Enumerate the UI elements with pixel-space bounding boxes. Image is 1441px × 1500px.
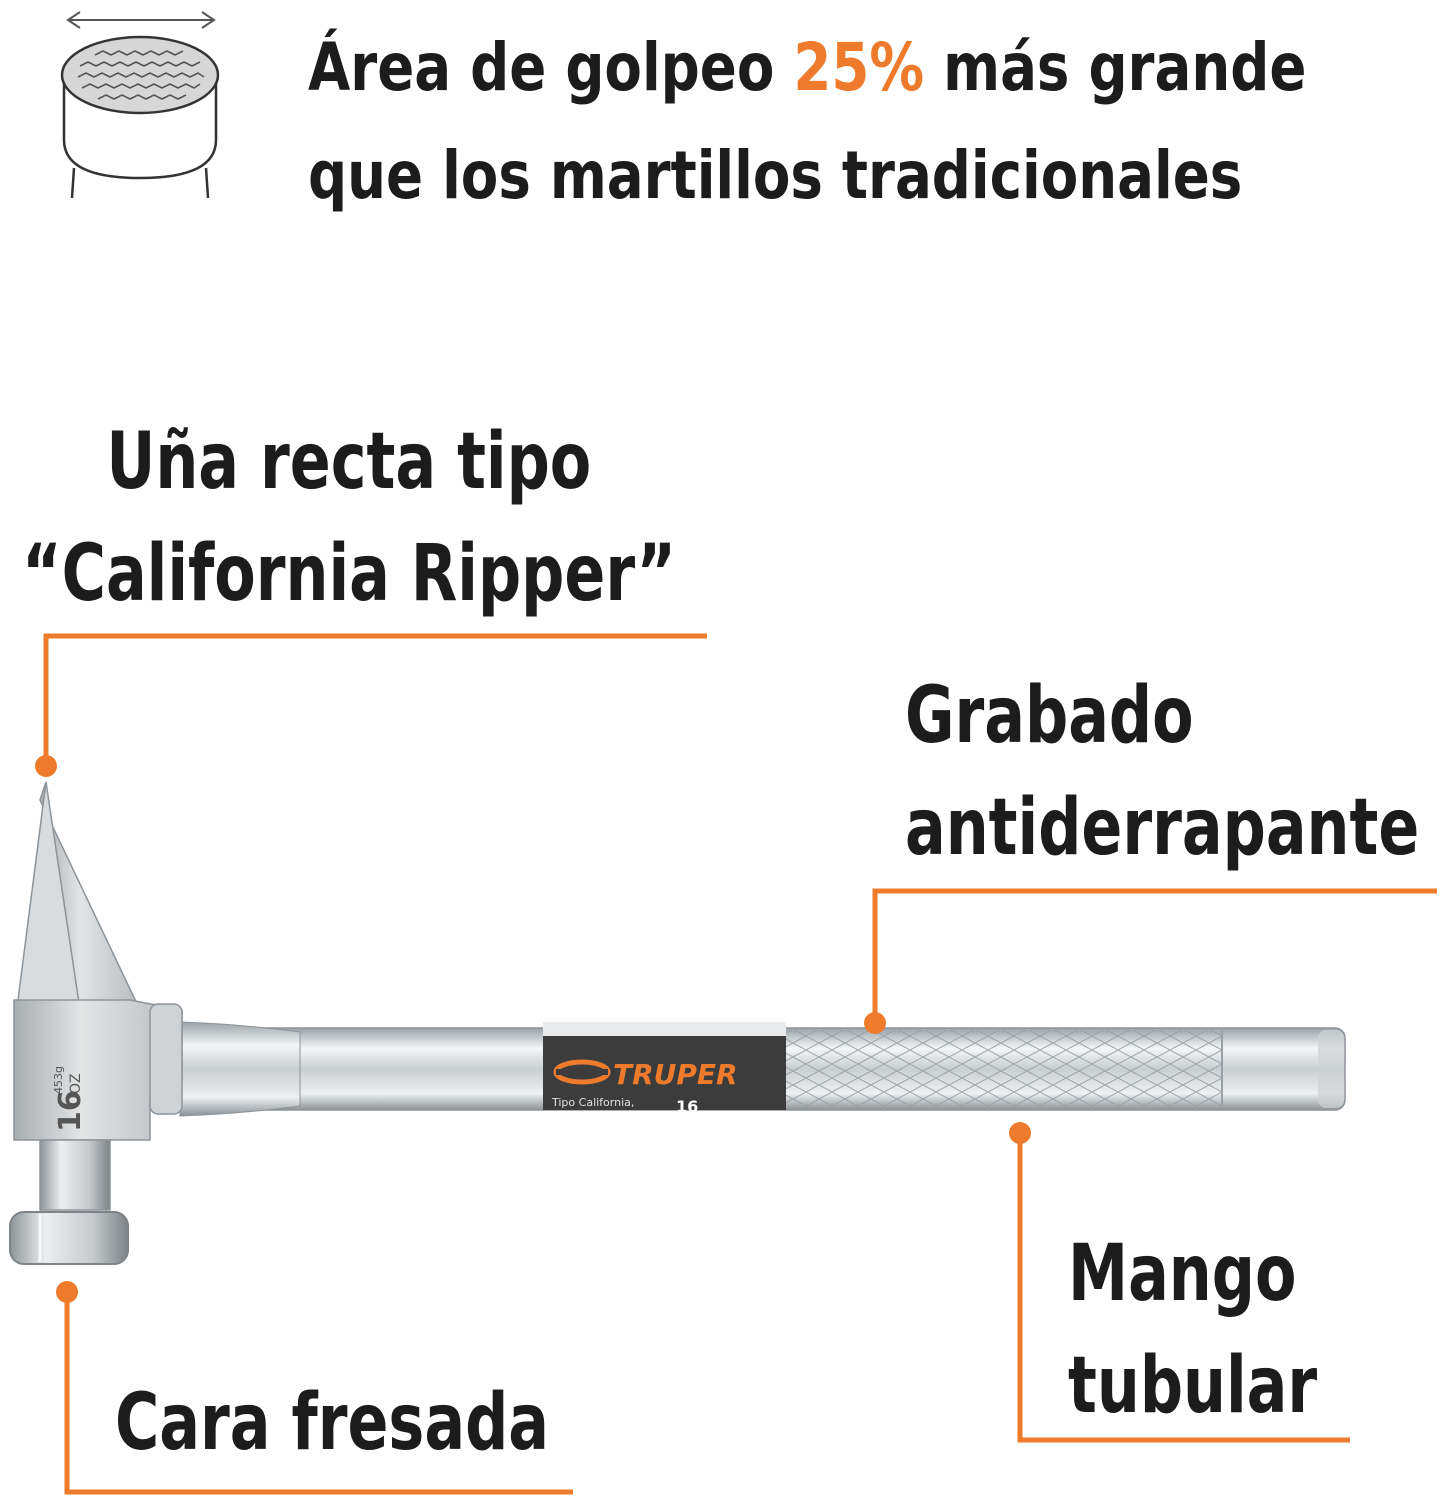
strike-face-icon <box>60 11 220 199</box>
headline-line1-start: Área de golpeo <box>308 29 794 106</box>
claw-callout-dot <box>35 755 57 777</box>
head-weight-grams: 453g <box>52 1066 65 1094</box>
headline-line2: que los martillos tradicionales <box>308 137 1243 214</box>
grip-label-line1: Grabado <box>905 671 1194 761</box>
headline-accent-percent: 25% <box>793 29 925 106</box>
grip-label-line2: antiderrapante <box>905 783 1420 873</box>
head-weight-oz: 16 <box>53 1090 88 1132</box>
face-callout-line <box>64 1292 573 1495</box>
brand-logo-text: TRUPER <box>613 1058 738 1091</box>
truper-logo-icon <box>553 1059 611 1085</box>
headline-line1-end: más grande <box>924 29 1307 106</box>
grip-callout-label: Grabado antiderrapante <box>905 660 1419 884</box>
face-callout-label: Cara fresada <box>115 1367 549 1479</box>
grip-callout-line <box>872 888 1437 1020</box>
handle-label-line2: tubular <box>1068 1341 1318 1431</box>
grip-callout-dot <box>864 1012 886 1034</box>
headline: Área de golpeo 25% más grande que los ma… <box>308 14 1306 230</box>
claw-callout-line <box>43 633 707 764</box>
claw-label-line2: “California Ripper” <box>22 529 677 619</box>
head-weight-unit: OZ <box>68 1073 84 1094</box>
face-label-line1: Cara fresada <box>115 1378 549 1468</box>
handle-label-line1: Mango <box>1068 1229 1297 1319</box>
handle-callout-label: Mango tubular <box>1068 1218 1317 1442</box>
face-callout-dot <box>56 1281 78 1303</box>
claw-callout-label: Uña recta tipo “California Ripper” <box>22 406 676 630</box>
claw-label-line1: Uña recta tipo <box>106 417 592 507</box>
band-type-text: Tipo California, <box>551 1096 634 1109</box>
handle-callout-line <box>1017 1135 1350 1443</box>
band-number-text: 16 <box>676 1097 698 1116</box>
handle-callout-dot <box>1009 1122 1031 1144</box>
